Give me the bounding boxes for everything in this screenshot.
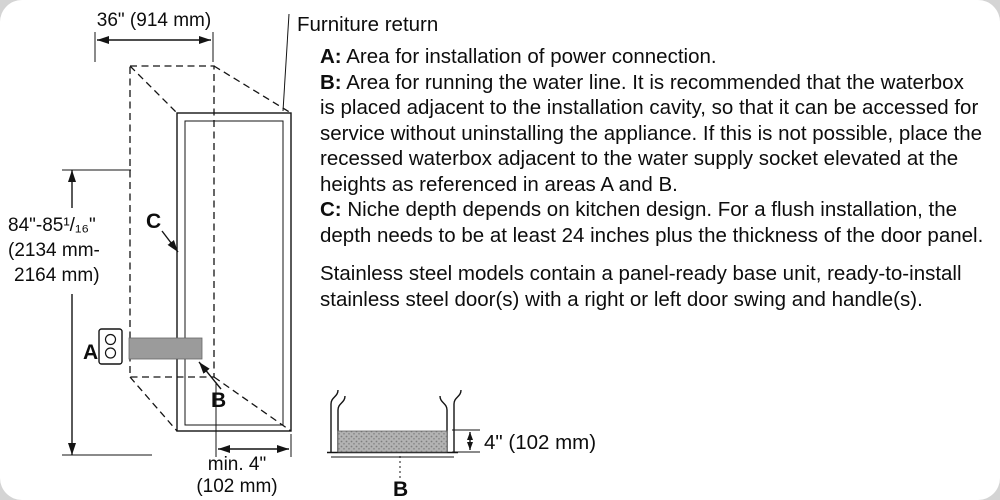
furniture-return-callout: Furniture return [282,13,438,112]
note-a-label: A: [320,45,342,68]
waterbox-cross-section: 4" (102 mm) B [327,389,596,500]
label-b-callout: B [198,361,226,412]
height-dimension-line2: (2134 mm- [8,240,100,261]
waterbox-label-b-callout: B [393,456,408,500]
note-c-text: Niche depth depends on kitchen design. F… [320,198,984,247]
furniture-return-label: Furniture return [297,13,438,36]
niche-back-outline [129,65,292,432]
niche-diagram: 36" (914 mm) Furniture return [8,10,438,497]
waterbox-dimension: 4" (102 mm) [452,429,596,454]
label-a: A [83,341,98,364]
bottom-dimension-line2: (102 mm) [196,476,277,497]
bottom-dimension-line1: min. 4" [208,454,266,475]
label-c-callout: C [146,210,179,253]
waterbox-label-b: B [393,478,408,500]
width-dimension-label: 36" (914 mm) [97,10,211,31]
waterbox-band [337,430,448,453]
width-dimension: 36" (914 mm) [94,10,214,62]
note-c-label: C: [320,198,342,221]
note-a: A: Area for installation of power connec… [320,44,984,70]
height-dimension-line3: 2164 mm) [14,265,100,286]
height-dimension: 84"-85¹/₁₆" (2134 mm- 2164 mm) [8,169,152,456]
notes-footer: Stainless steel models contain a panel-r… [320,262,962,311]
label-c: C [146,210,161,233]
waterbox-dimension-label: 4" (102 mm) [484,431,596,454]
power-outlet-icon [98,328,123,365]
notes-panel: A: Area for installation of power connec… [320,44,984,312]
note-c: C: Niche depth depends on kitchen design… [320,197,984,248]
note-b-label: B: [320,70,342,94]
note-b-text: Area for running the water line. It is r… [320,70,983,196]
niche-front-frame [176,112,292,432]
bottom-depth-dimension: min. 4" (102 mm) [196,382,292,497]
note-a-text: Area for installation of power connectio… [346,45,717,68]
height-dimension-line1: 84"-85¹/₁₆" [8,215,96,236]
note-b: B: Area for running the water line. It i… [320,70,984,198]
area-b-shaded [128,337,203,360]
label-b: B [211,389,226,412]
